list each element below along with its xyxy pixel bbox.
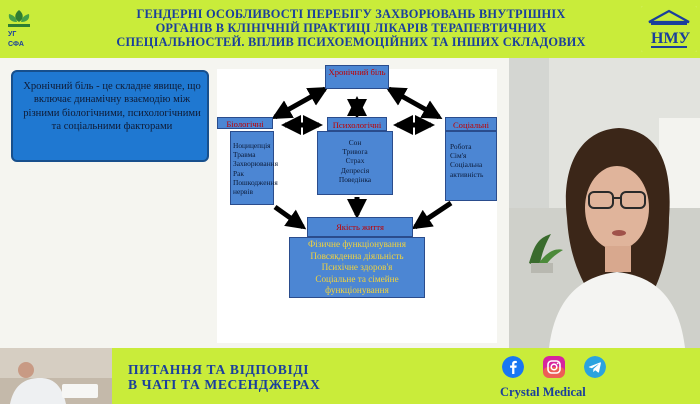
bio-factor-item: Травма: [233, 150, 256, 160]
social-links: [498, 354, 616, 382]
psy-factor-item: Тривога: [342, 147, 368, 157]
psy-factor-item: Депресія: [340, 165, 370, 175]
quality-title: Якість життя: [336, 222, 384, 232]
footer-banner: ПИТАННЯ ТА ВІДПОВІДІ В ЧАТІ ТА МЕСЕНДЖЕР…: [0, 348, 700, 404]
footer-line: В ЧАТІ ТА МЕСЕНДЖЕРАХ: [128, 377, 321, 392]
soc-factor-item: активність: [450, 169, 484, 179]
doctor-desk-image: [0, 348, 112, 404]
title-line: СПЕЦІАЛЬНОСТЕЙ. ВПЛИВ ПСИХОЕМОЦІЙНИХ ТА …: [116, 35, 586, 50]
presentation-title: ГЕНДЕРНІ ОСОБЛИВОСТІ ПЕРЕБІГУ ЗАХВОРЮВАН…: [60, 7, 642, 50]
soc-factor-item: Сім'я: [450, 151, 467, 161]
arrow-center-soc: [385, 86, 443, 120]
instagram-icon[interactable]: [543, 356, 565, 378]
soc-title: Соціальні: [452, 120, 490, 130]
title-line: ОРГАНІВ В КЛІНІЧНІЙ ПРАКТИЦІ ЛІКАРІВ ТЕР…: [155, 21, 547, 36]
diagram-arrows: [271, 86, 453, 230]
bio-factor-item: Рак: [233, 168, 244, 178]
psy-factor-item: Страх: [345, 156, 365, 166]
presentation-slide: Хронічний біль - це складне явище, що вк…: [0, 58, 509, 348]
bio-title: Біологічні: [226, 119, 264, 129]
telegram-icon[interactable]: [584, 356, 606, 378]
soc-factor-item: Робота: [450, 142, 472, 151]
qa-invitation: ПИТАННЯ ТА ВІДПОВІДІ В ЧАТІ ТА МЕСЕНДЖЕР…: [128, 362, 378, 392]
svg-text:НМУ: НМУ: [651, 30, 691, 47]
quality-title-box: Якість життя: [307, 217, 413, 237]
arrow-soc-quality: [411, 200, 453, 230]
intro-callout: Хронічний біль - це складне явище, що вк…: [11, 70, 209, 162]
quality-item: Соціальне та сімейне: [315, 273, 399, 284]
facebook-icon[interactable]: [502, 356, 524, 378]
soc-title-box: Соціальні: [445, 117, 497, 131]
intro-text: Хронічний біль - це складне явище, що вк…: [23, 81, 201, 132]
quality-item: функціонування: [325, 285, 389, 296]
bio-factor-item: нервів: [233, 187, 253, 197]
nmu-logo-icon: НМУ: [641, 6, 697, 52]
bio-title-box: Біологічні: [217, 117, 273, 129]
psy-title-box: Психологічні: [327, 117, 387, 131]
psy-title: Психологічні: [332, 120, 382, 130]
soc-factor-item: Соціальна: [450, 160, 483, 170]
footer-decorative-photo: [0, 348, 112, 404]
bio-factor-item: Пошкодження: [233, 177, 278, 187]
quality-item: Фізичне функціонування: [308, 239, 406, 249]
chronic-pain-label: Хронічний біль: [328, 67, 386, 77]
brand-name: Crystal Medical: [500, 385, 586, 399]
quality-item: Психічне здоров'я: [321, 262, 393, 273]
university-logo-icon: УГ СФА: [4, 6, 34, 52]
chronic-pain-box: Хронічний біль: [325, 65, 389, 89]
arrow-bio-quality: [273, 204, 307, 230]
quality-item: Повсякденна діяльність: [310, 250, 404, 261]
bio-factor-item: Ноцицепція: [233, 141, 271, 150]
footer-line: ПИТАННЯ ТА ВІДПОВІДІ: [128, 362, 310, 377]
title-line: ГЕНДЕРНІ ОСОБЛИВОСТІ ПЕРЕБІГУ ЗАХВОРЮВАН…: [136, 7, 566, 21]
psy-factor-item: Сон: [348, 138, 362, 147]
speaker-webcam-feed: [509, 58, 700, 348]
header-banner: УГ СФА ГЕНДЕРНІ ОСОБЛИВОСТІ ПЕРЕБІГУ ЗАХ…: [0, 0, 700, 58]
bio-factor-item: Захворювання: [233, 159, 279, 169]
svg-text:УГ: УГ: [8, 31, 16, 38]
arrow-center-bio: [271, 86, 329, 120]
speaker-video-image: [509, 58, 700, 348]
svg-text:СФА: СФА: [8, 41, 24, 48]
psy-factor-item: Поведінка: [338, 174, 372, 184]
